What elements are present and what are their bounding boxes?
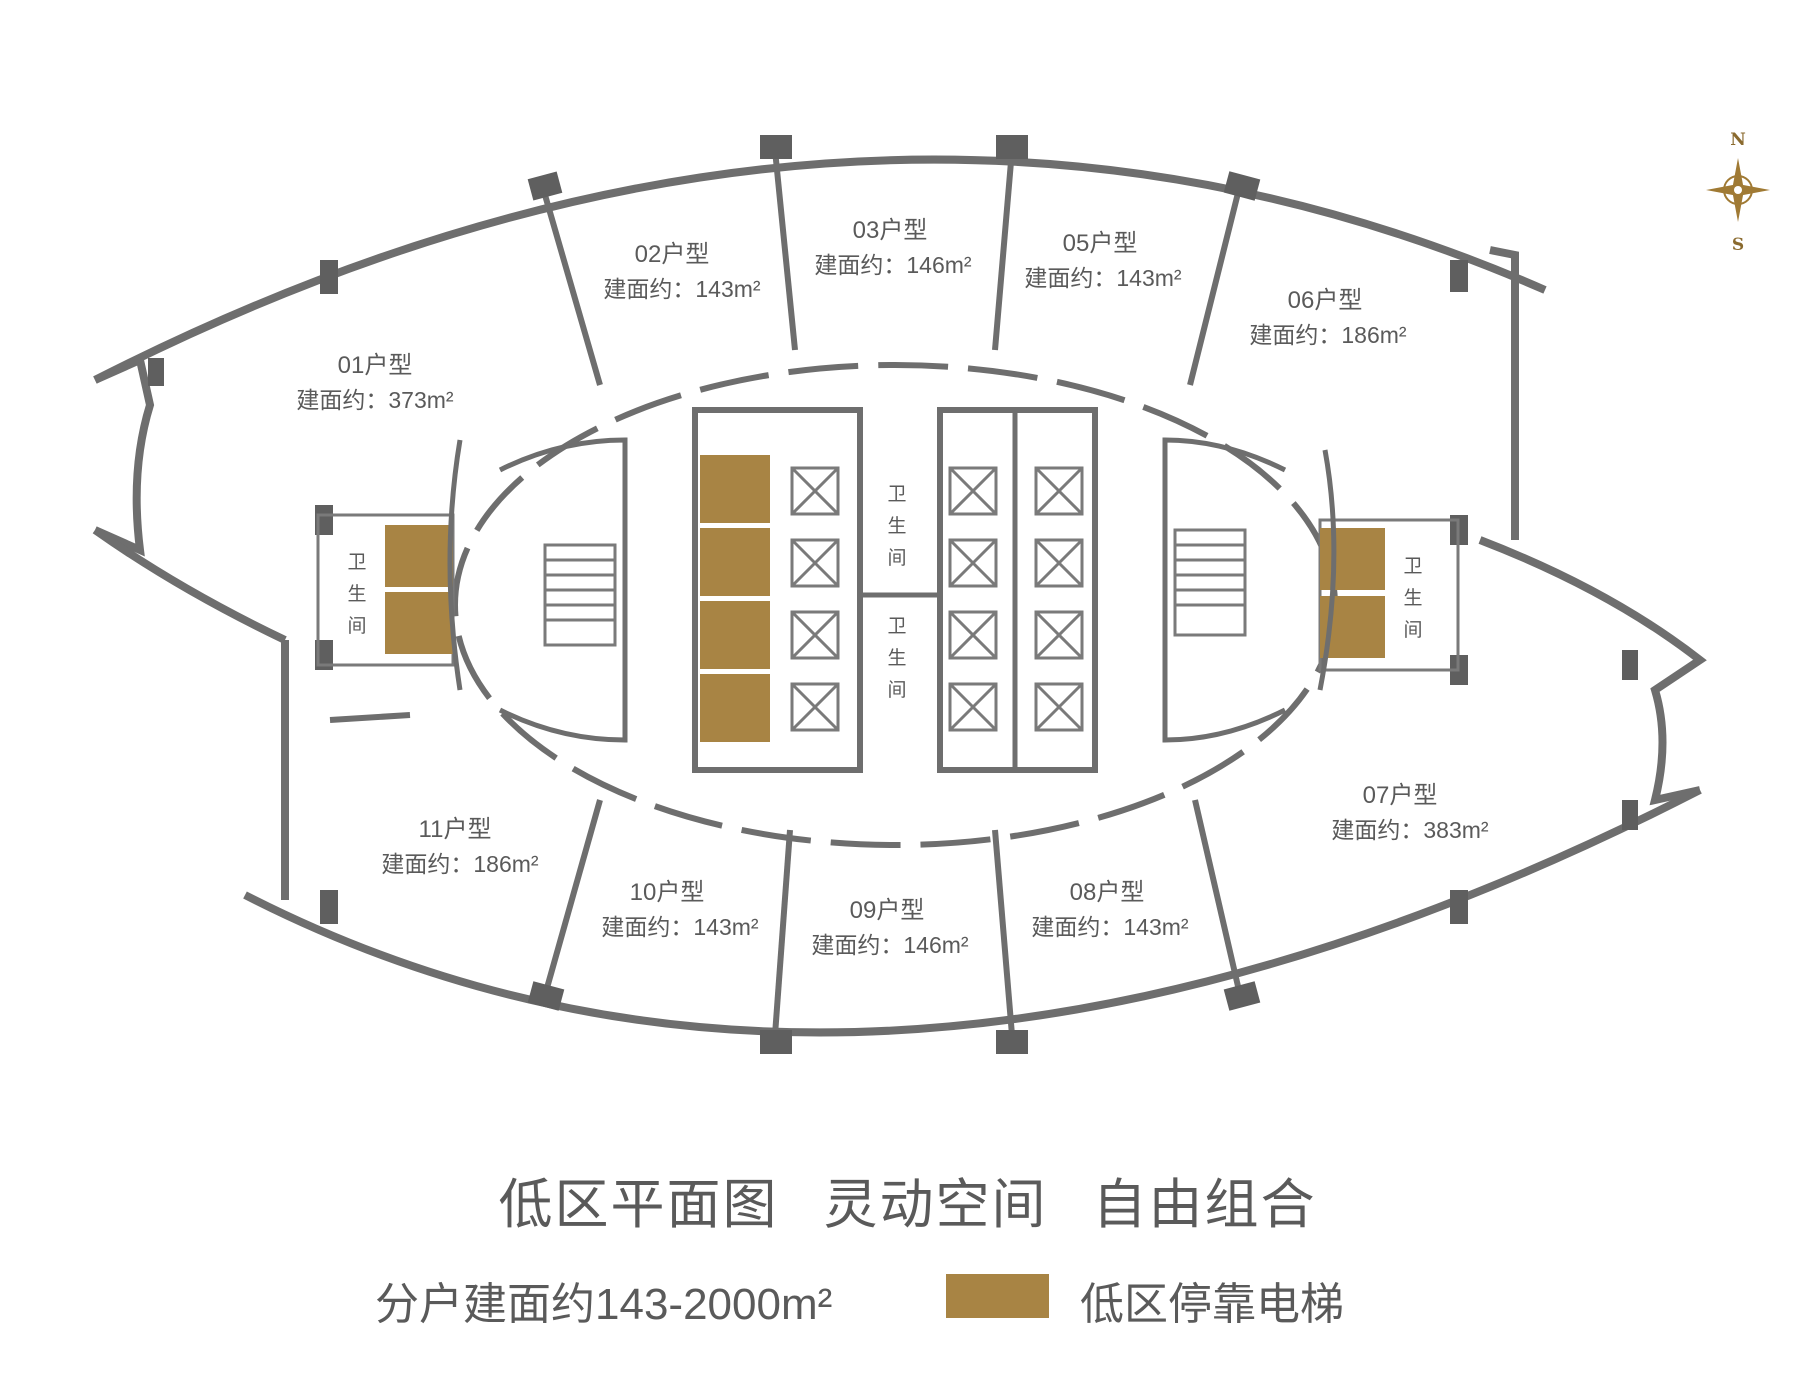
unit-name-06: 06户型	[1288, 287, 1363, 314]
unit-area-01: 建面约：373m²	[296, 387, 454, 413]
unit-name-03: 03户型	[853, 217, 928, 244]
low-zone-elevator	[700, 528, 770, 596]
low-zone-elevator	[700, 674, 770, 742]
plan-title: 低区平面图 灵动空间 自由组合	[0, 1160, 1815, 1239]
restroom-label: 生	[1403, 587, 1422, 609]
unit-area-05: 建面约：143m²	[1024, 265, 1182, 291]
unit-name-08: 08户型	[1070, 879, 1145, 906]
unit-area-10: 建面约：143m²	[601, 914, 759, 940]
low-zone-elevator	[385, 592, 453, 654]
central-core: 卫 生 间 卫 生 间	[692, 407, 1098, 773]
plan-title-part: 低区平面图	[498, 1175, 779, 1235]
unit-name-09: 09户型	[850, 897, 925, 924]
restroom-label: 生	[887, 515, 906, 537]
low-zone-elevator	[1320, 528, 1385, 590]
unit-area-11: 建面约：186m²	[381, 851, 539, 877]
plan-title-part: 灵动空间	[823, 1175, 1048, 1235]
unit-name-01: 01户型	[338, 352, 413, 379]
unit-area-02: 建面约：143m²	[603, 276, 761, 302]
restroom-label: 卫	[1403, 556, 1422, 577]
compass-north: N	[1730, 130, 1746, 150]
west-core: 卫 生 间	[316, 439, 463, 691]
unit-labels: 01户型 建面约：373m² 02户型 建面约：143m² 03户型 建面约：1…	[296, 217, 1489, 958]
restroom-label: 间	[1403, 619, 1422, 641]
plan-title-part: 自由组合	[1092, 1175, 1317, 1235]
east-core: 卫 生 间	[1317, 449, 1460, 691]
compass-icon: N S	[1706, 130, 1770, 255]
unit-area-08: 建面约：143m²	[1031, 914, 1189, 940]
east-stair	[1162, 437, 1287, 743]
restroom-label: 生	[347, 583, 366, 605]
legend-label: 低区停靠电梯	[1080, 1280, 1344, 1329]
area-range: 分户建面约143-2000m²	[375, 1280, 833, 1329]
restroom-label: 生	[887, 647, 906, 669]
unit-area-09: 建面约：146m²	[811, 932, 969, 958]
low-zone-elevator	[700, 455, 770, 523]
low-zone-elevator	[385, 525, 453, 587]
restroom-label: 间	[347, 615, 366, 637]
restroom-label: 间	[887, 679, 906, 701]
restroom-label: 间	[887, 547, 906, 569]
unit-name-07: 07户型	[1363, 782, 1438, 809]
unit-name-02: 02户型	[635, 241, 710, 268]
compass-south: S	[1732, 235, 1744, 255]
low-zone-elevator	[700, 601, 770, 669]
restroom-label: 卫	[887, 616, 906, 637]
unit-area-07: 建面约：383m²	[1331, 817, 1489, 843]
unit-area-06: 建面约：186m²	[1249, 322, 1407, 348]
unit-partitions	[329, 149, 1243, 1036]
unit-area-03: 建面约：146m²	[814, 252, 972, 278]
unit-name-10: 10户型	[630, 879, 705, 906]
restroom-label: 卫	[347, 552, 366, 573]
unit-name-05: 05户型	[1063, 230, 1138, 257]
restroom-label: 卫	[887, 484, 906, 505]
unit-name-11: 11户型	[419, 816, 492, 843]
west-stair	[498, 437, 628, 743]
legend-swatch	[946, 1274, 1049, 1318]
